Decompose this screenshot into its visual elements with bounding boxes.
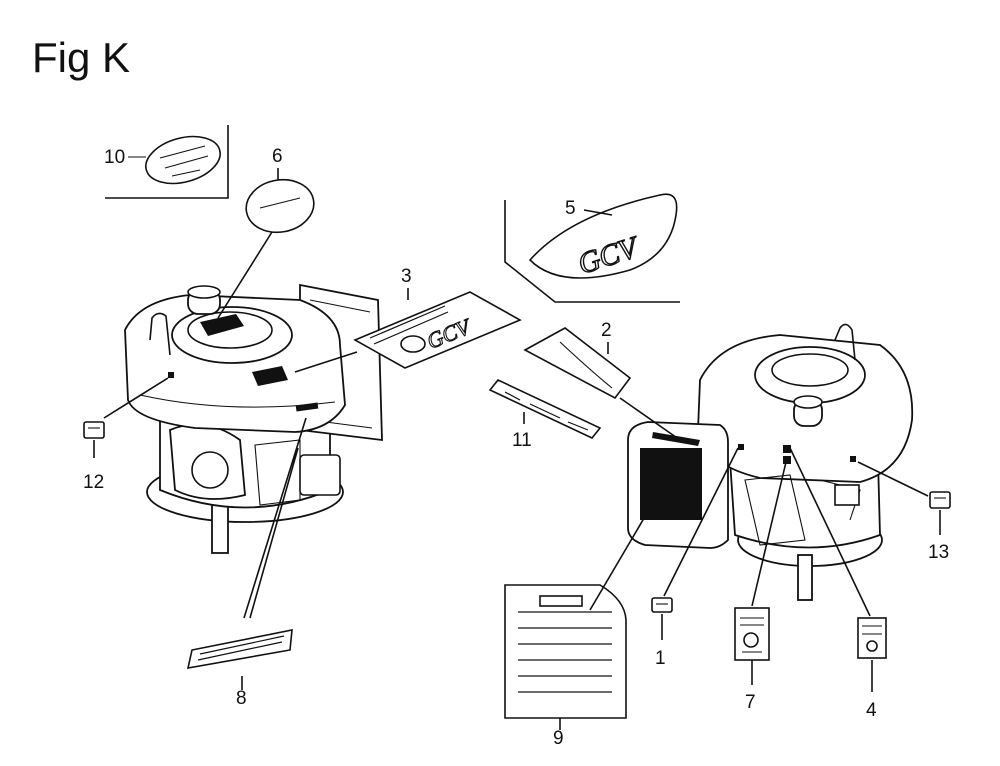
right-engine-decal-patch-c: [738, 444, 744, 450]
callout-9: 9: [553, 728, 564, 749]
callout-4: 4: [866, 700, 877, 721]
callout-6: 6: [272, 146, 283, 167]
callout-2: 2: [601, 320, 612, 341]
part-1-tag: [651, 447, 739, 640]
right-engine-decal-patch-a: [783, 445, 791, 453]
part-4-warning-plate: [789, 447, 887, 692]
part-12-tag: [83, 377, 169, 458]
left-engine-crankshaft: [211, 504, 229, 554]
callout-1: 1: [655, 648, 666, 669]
part-11-strip-decal: [488, 379, 602, 439]
callout-5: 5: [565, 198, 576, 219]
part-2-v-decal: [523, 327, 681, 441]
callout-8: 8: [236, 688, 247, 709]
left-engine: [124, 283, 383, 554]
left-engine-small-decal-patch: [168, 372, 174, 378]
part-10-badge: [105, 125, 229, 199]
callout-13: 13: [928, 542, 949, 563]
part-6-cap-decal: [217, 168, 315, 319]
figure-title: Fig K: [32, 34, 131, 81]
callout-12: 12: [83, 472, 104, 493]
callout-11: 11: [512, 430, 532, 451]
part-3-emblem-decal: GCV: [294, 288, 522, 373]
right-engine-decal-patch-d: [850, 456, 856, 462]
part-8-label-strip: [186, 417, 307, 690]
part-7-warning-plate: [734, 461, 787, 685]
callout-7: 7: [745, 692, 756, 713]
part-5-gcv-decal: GCV: [504, 193, 680, 303]
right-engine-air-cleaner-label-patch: [640, 448, 702, 520]
right-engine: [627, 323, 914, 601]
right-engine-decal-patch-b: [783, 456, 791, 464]
callout-10: 10: [104, 147, 125, 168]
right-engine-name-decal-patch: [652, 432, 700, 446]
callout-labels: 10 6 5 3 2 11 12 8 9 1 7 4 13: [83, 146, 949, 749]
part-9-caution-label: [504, 507, 651, 730]
callout-3: 3: [401, 266, 412, 287]
left-engine-top-decal-patch: [252, 366, 288, 386]
part-13-tag: [857, 461, 951, 535]
left-engine-cap-decal-patch: [200, 314, 244, 336]
right-engine-crankshaft: [797, 554, 813, 601]
